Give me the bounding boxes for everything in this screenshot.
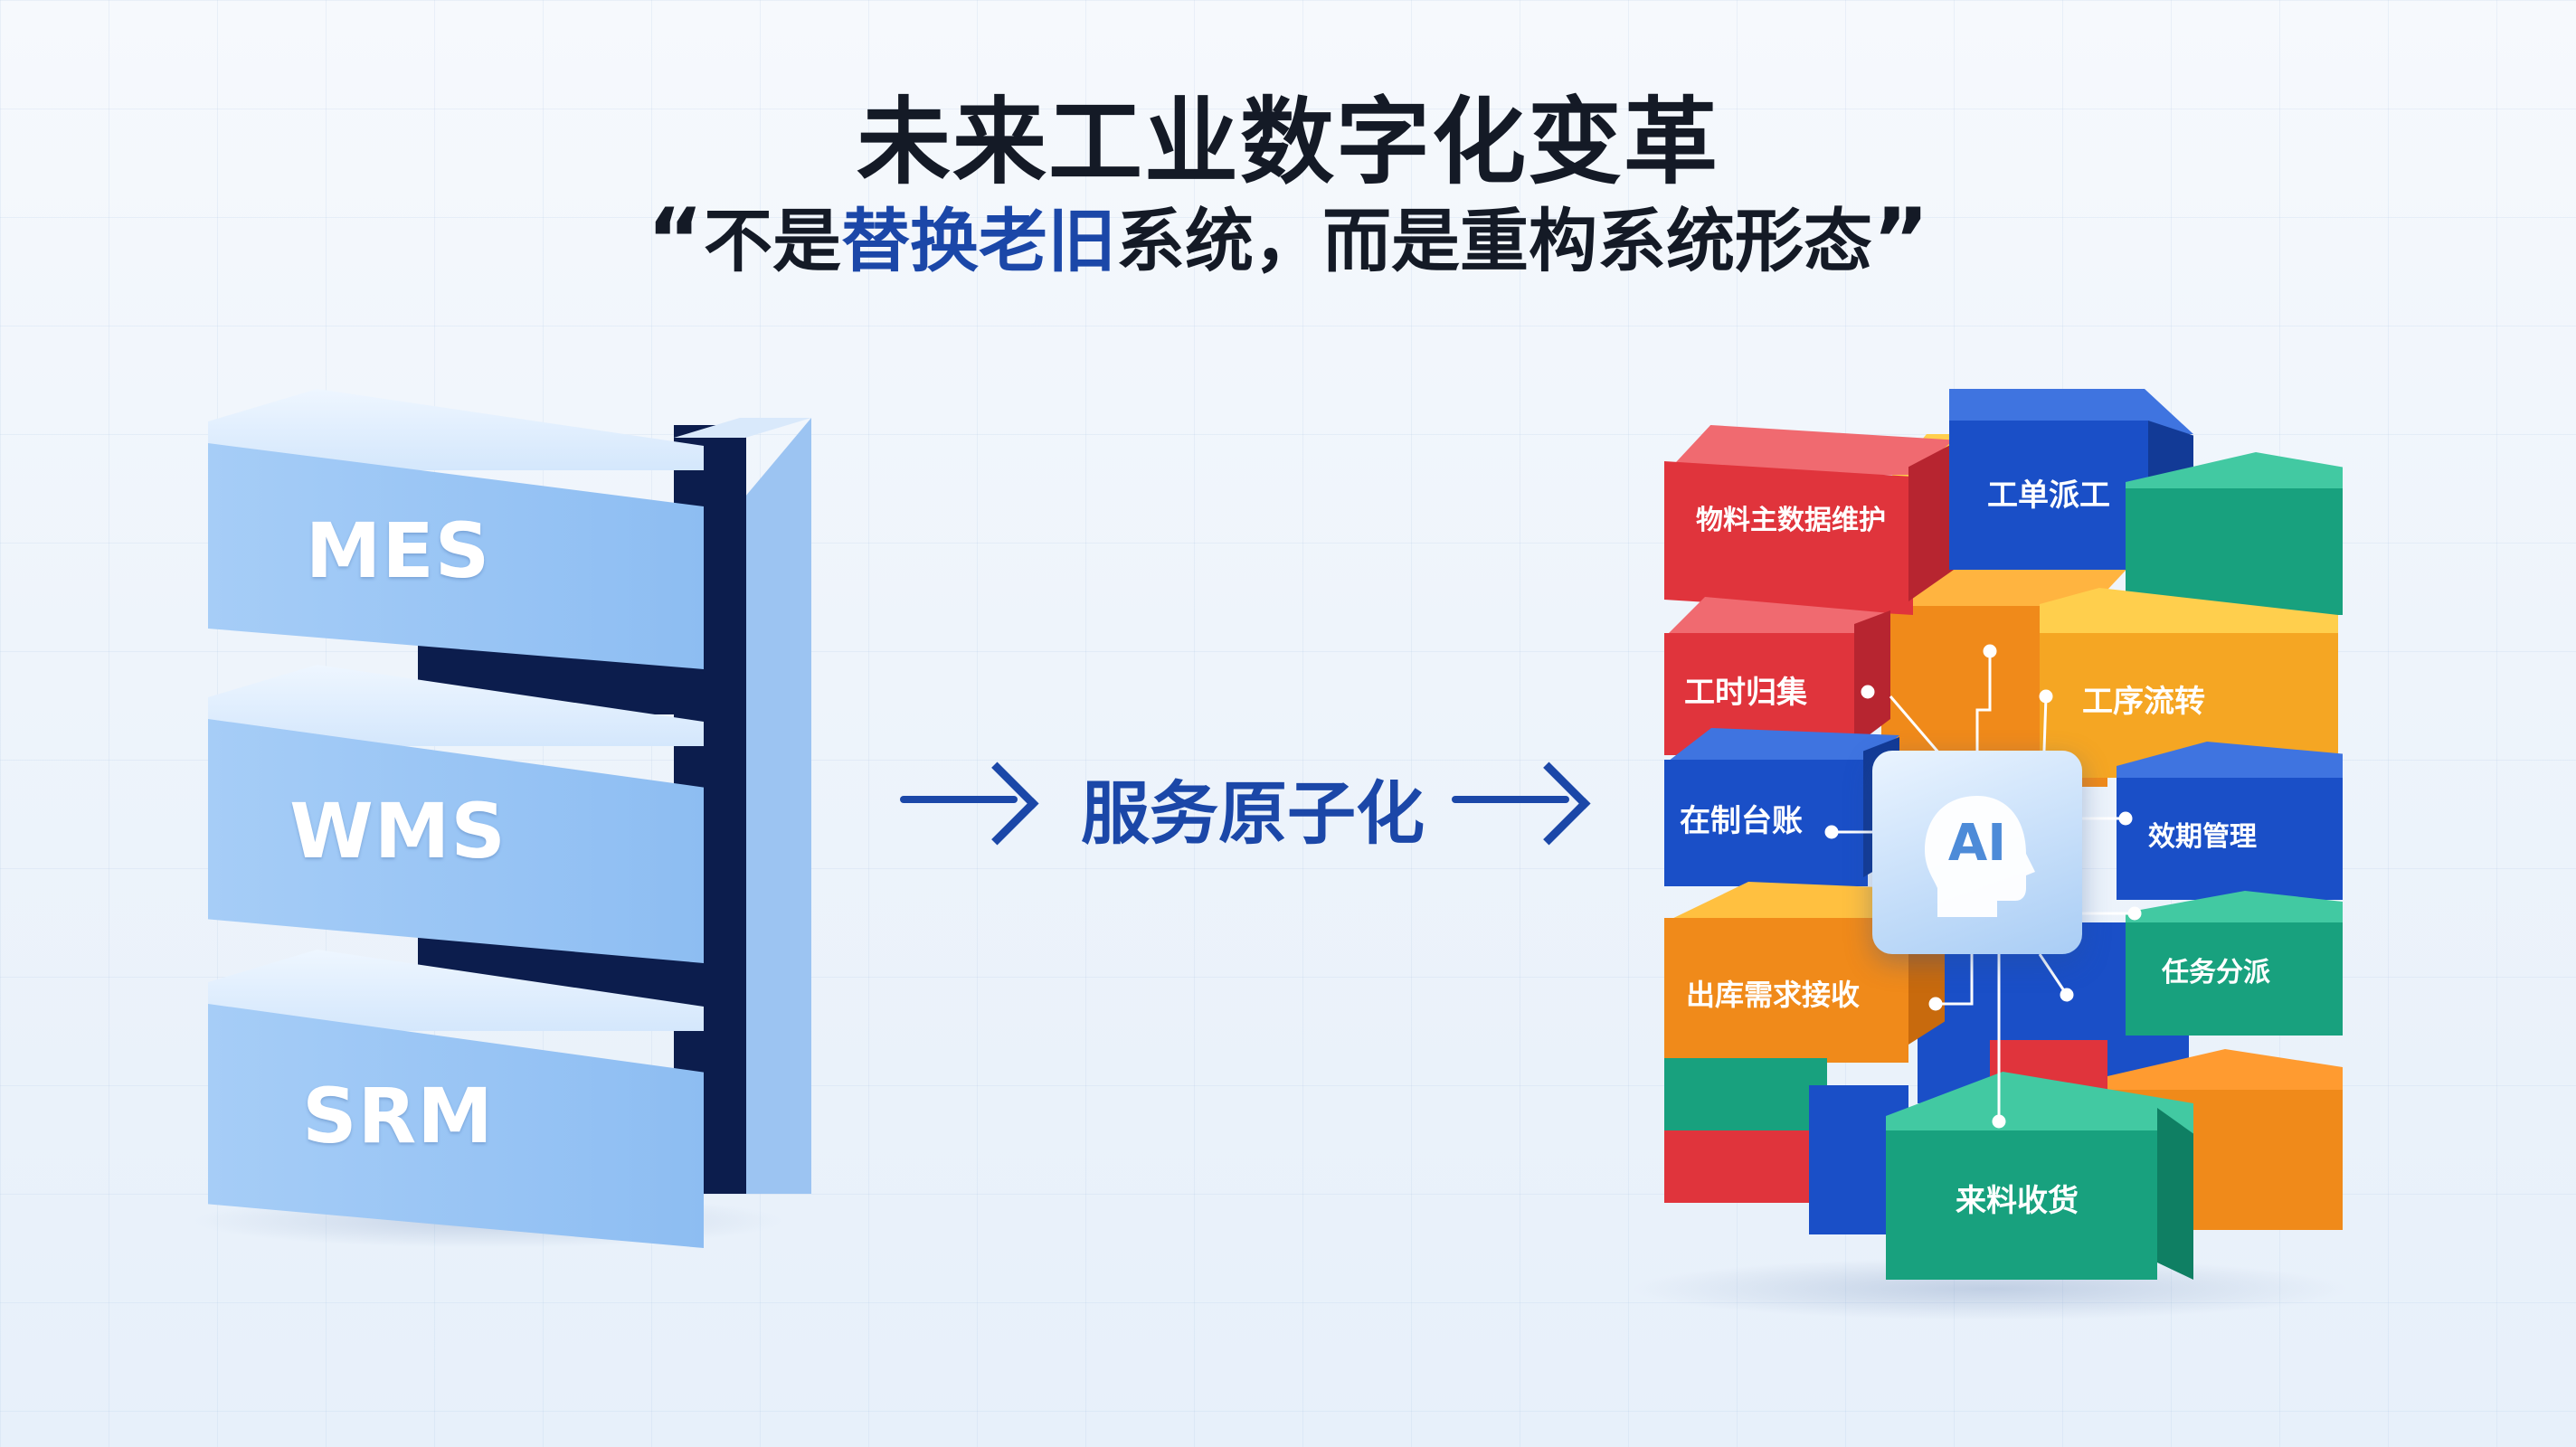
filler-cube <box>1664 1058 1827 1130</box>
service-label: 来料收货 <box>1956 1183 2079 1219</box>
ai-badge-label: AI <box>1947 814 2007 873</box>
service-label: 效期管理 <box>2148 821 2257 853</box>
transition-label: 服务原子化 <box>1081 773 1425 854</box>
legacy-block-label: WMS <box>289 787 507 875</box>
subtitle-part-2: 系统，而是重构系统形态 <box>1116 201 1872 281</box>
page-subtitle: “不是替换老旧系统，而是重构系统形态” <box>0 185 2576 291</box>
legacy-block-label: MES <box>305 506 491 595</box>
service-label: 工序流转 <box>2082 684 2205 720</box>
service-label: 任务分派 <box>2162 957 2270 988</box>
service-cube-master-data: 物料主数据维护 <box>1664 425 1954 615</box>
subtitle-part-1: 不是 <box>704 201 841 281</box>
service-cube-receiving: 来料收货 <box>1886 1072 2193 1280</box>
service-label: 工时归集 <box>1684 675 1807 711</box>
open-quote: “ <box>646 190 704 291</box>
page-title: 未来工业数字化变革 <box>856 87 1719 197</box>
arrow-right-shaft <box>1452 796 1569 803</box>
legacy-block-mes: MES <box>208 389 704 678</box>
legacy-block-srm: SRM <box>208 950 704 1257</box>
backbone-wall-side <box>746 418 811 1194</box>
service-label: 在制台账 <box>1680 803 1803 839</box>
subtitle-highlight: 替换老旧 <box>841 201 1116 281</box>
close-quote: ” <box>1872 190 1930 291</box>
arrow-left-shaft <box>900 796 1018 803</box>
legacy-block-wms: WMS <box>208 665 704 972</box>
service-cube-outbound: 出库需求接收 <box>1664 882 1945 1063</box>
ai-head-icon <box>1925 796 2035 917</box>
service-cube-expiry: 效期管理 <box>2117 742 2343 900</box>
service-label: 出库需求接收 <box>1685 978 1860 1012</box>
filler-cube <box>1664 1130 1827 1203</box>
filler-cube <box>2126 452 2343 615</box>
service-label: 工单派工 <box>1987 478 2110 514</box>
service-label: 物料主数据维护 <box>1696 505 1886 536</box>
service-cube-task-dispatch: 任务分派 <box>2126 891 2343 1036</box>
ai-hub-card: AI <box>1872 751 2082 954</box>
legacy-block-label: SRM <box>302 1072 494 1160</box>
